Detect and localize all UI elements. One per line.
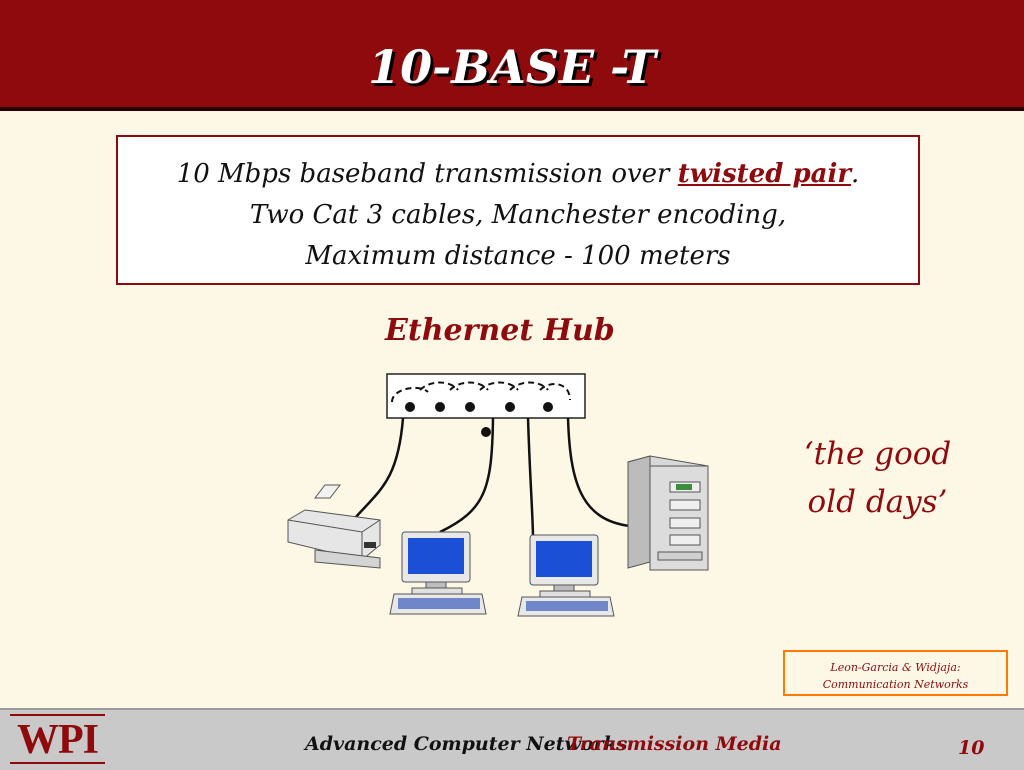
page-number: 10 — [958, 737, 985, 759]
desktop-computer-icon — [517, 534, 615, 617]
network-diagram — [287, 373, 709, 617]
quote-line-1: ‘the good — [803, 436, 952, 472]
footer-bar — [0, 708, 1024, 770]
quote-text: ‘the good old days’ — [790, 430, 965, 526]
logo-text: WPI — [17, 717, 99, 763]
title-bar — [0, 0, 1024, 111]
description-line-2: Two Cat 3 cables, Manchester encoding, — [249, 200, 787, 230]
reference-box: Leon-Garcia & Widjaja: Communication Net… — [783, 650, 1008, 696]
description-box: 10 Mbps baseband transmission over twist… — [116, 135, 920, 285]
reference-line-1: Leon-Garcia & Widjaja: — [830, 661, 961, 674]
quote-line-2: old days’ — [807, 484, 948, 520]
logo-rule-top — [10, 714, 105, 716]
tower-server-icon — [627, 455, 709, 571]
description-line-1: 10 Mbps baseband transmission over twist… — [118, 159, 918, 189]
ethernet-hub-icon — [386, 373, 586, 437]
description-period: . — [851, 159, 860, 189]
description-text: 10 Mbps baseband transmission over — [176, 159, 678, 189]
ethernet-hub-label: Ethernet Hub — [385, 313, 615, 348]
reference-line-2: Communication Networks — [822, 678, 969, 691]
description-line-3: Maximum distance - 100 meters — [305, 241, 731, 271]
logo-rule-bottom — [10, 762, 105, 764]
wpi-logo: WPI — [10, 714, 105, 766]
printer-icon — [287, 484, 381, 569]
slide-title: 10-BASE -T — [368, 40, 656, 94]
desktop-computer-icon — [389, 531, 487, 615]
footer-course-title: Advanced Computer Networks — [305, 733, 628, 755]
twisted-pair-highlight: twisted pair — [677, 159, 852, 189]
footer-topic: Transmission Media — [567, 733, 782, 755]
